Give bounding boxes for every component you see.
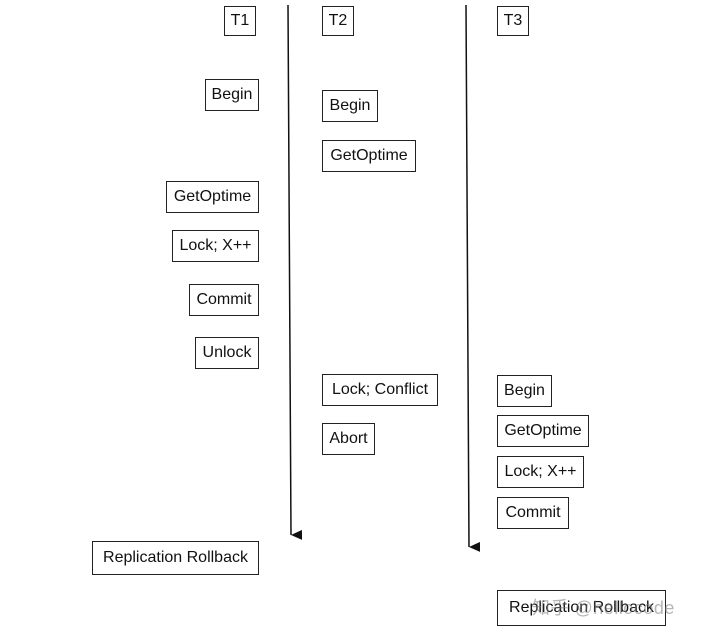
t2-begin: Begin (322, 90, 378, 122)
t3-replication-rollback: Replication Rollback (497, 590, 666, 626)
t1-commit: Commit (189, 284, 259, 316)
t1-unlock: Unlock (195, 337, 259, 369)
t2-lock-conflict: Lock; Conflict (322, 374, 438, 406)
t3-get-optime: GetOptime (497, 415, 589, 447)
watermark: 知乎 @hellocode (532, 598, 675, 618)
t1-get-optime: GetOptime (166, 181, 259, 213)
t1-lock: Lock; X++ (172, 230, 259, 262)
t2-get-optime: GetOptime (322, 140, 416, 172)
t1-timeline-arrow (287, 4, 303, 540)
t1-begin: Begin (205, 79, 259, 111)
t1-header: T1 (224, 6, 256, 36)
t2-abort: Abort (322, 423, 375, 455)
t2-header: T2 (322, 6, 354, 36)
t3-header: T3 (497, 6, 529, 36)
t1-replication-rollback: Replication Rollback (92, 541, 259, 575)
t2-timeline-arrow (465, 4, 481, 552)
t3-commit: Commit (497, 497, 569, 529)
t3-lock: Lock; X++ (497, 456, 584, 488)
t3-begin: Begin (497, 375, 552, 407)
